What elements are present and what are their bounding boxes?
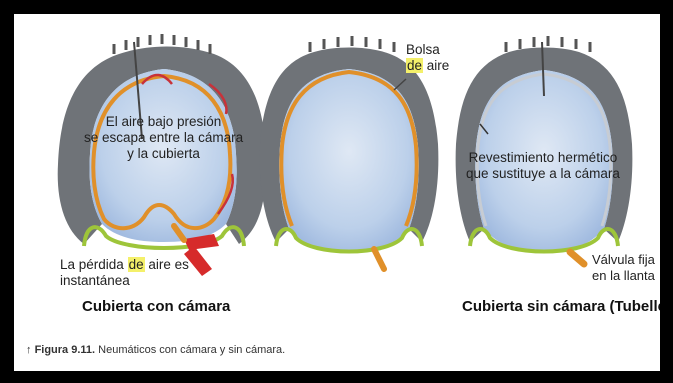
figure-text: Neumáticos con cámara y sin cámara. — [95, 344, 285, 356]
valve-label: Válvula fija en la llanta — [592, 252, 655, 284]
air-bag-post: aire — [423, 58, 449, 73]
air-loss-highlight: de — [128, 257, 145, 272]
leak-text-line-3: y la cubierta — [84, 146, 243, 162]
tire-diagrams — [14, 14, 660, 371]
caption-tubeless: Cubierta sin cámara (Tubelles) — [462, 298, 660, 315]
figure-caption: ↑ Figura 9.11. Neumáticos con cámara y s… — [26, 344, 285, 356]
figure-panel: El aire bajo presión se escapa entre la … — [14, 14, 660, 371]
valve-line-2: en la llanta — [592, 268, 655, 284]
figure-number: Figura 9.11. — [35, 344, 96, 356]
valve — [374, 249, 384, 269]
lining-line-1: Revestimiento hermético — [466, 150, 620, 166]
air-loss-pre: La pérdida — [60, 257, 128, 272]
air-loss-label: La pérdida de aire es instantánea — [60, 257, 189, 289]
lining-label: Revestimiento hermético que sustituye a … — [466, 150, 620, 182]
lining-line-2: que sustituye a la cámara — [466, 166, 620, 182]
leak-explanation: El aire bajo presión se escapa entre la … — [84, 114, 243, 162]
air-loss-post: aire es — [145, 257, 189, 272]
valve — [570, 252, 584, 264]
leak-text-line-1: El aire bajo presión — [84, 114, 243, 130]
leak-text-line-2: se escapa entre la cámara — [84, 130, 243, 146]
valve-line-1: Válvula fija — [592, 252, 655, 268]
air-bag-highlight: de — [406, 58, 423, 73]
caption-arrow: ↑ — [26, 344, 32, 356]
leak-red-arrows — [184, 234, 219, 276]
air-bag-line-1: Bolsa — [406, 42, 449, 58]
air-bag-label: Bolsa de aire — [406, 42, 449, 74]
caption-with-tube: Cubierta con cámara — [82, 298, 230, 315]
air-loss-line-2: instantánea — [60, 273, 189, 289]
